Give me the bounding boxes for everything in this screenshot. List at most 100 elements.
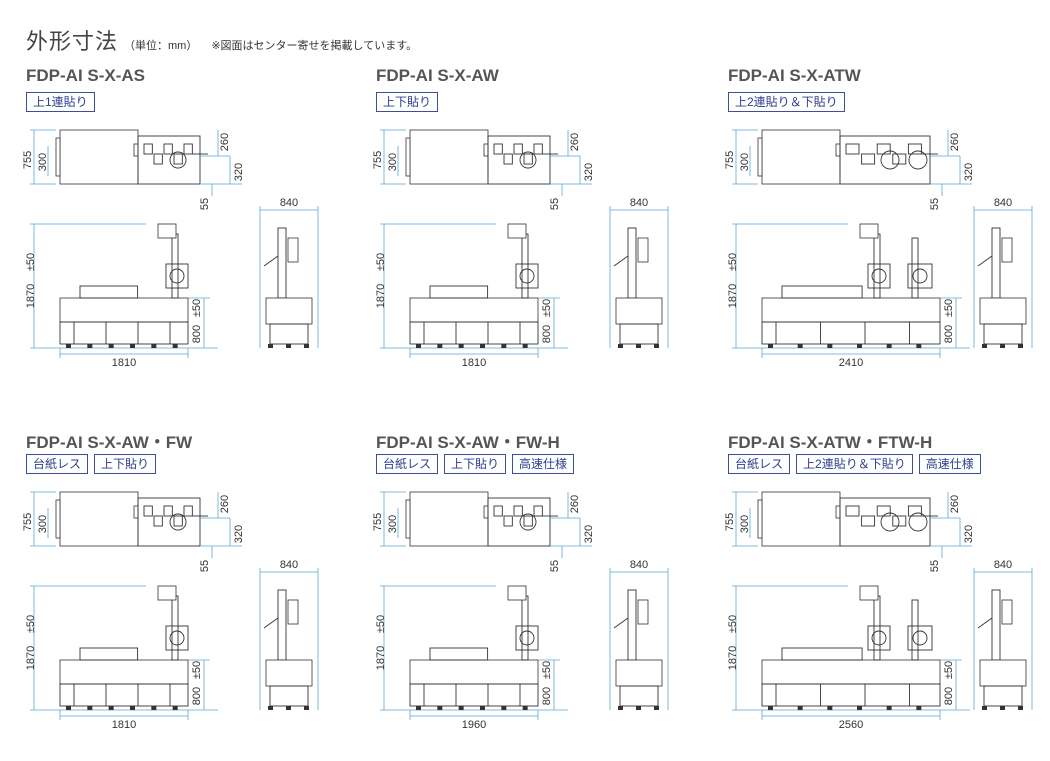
feature-tag: 上1連貼り	[26, 92, 95, 112]
dim-label-width: 1810	[112, 357, 136, 369]
tolerance-label: ±50	[191, 299, 203, 317]
model-name: FDP-AI S-X-AW	[376, 66, 499, 85]
dim-label-260: 260	[219, 495, 231, 513]
dim-label-width: 1810	[112, 719, 136, 731]
dim-label-800: 800	[191, 687, 203, 705]
feature-tags: 上2連貼り＆下貼り	[728, 92, 845, 112]
feature-tag: 台紙レス	[728, 454, 791, 474]
dim-label-755: 755	[22, 151, 34, 169]
front-view: 1870 ±50 800 ±50 2560	[727, 585, 970, 731]
dim-label-1870: 1870	[25, 284, 37, 308]
feature-tag: 上下貼り	[376, 92, 439, 112]
dim-label-260: 260	[569, 133, 581, 151]
feature-tags: 上下貼り	[376, 92, 439, 112]
dim-label-840: 840	[994, 559, 1012, 571]
dim-label-755: 755	[724, 151, 736, 169]
dim-label-800: 800	[541, 687, 553, 705]
tolerance-label: ±50	[25, 253, 37, 271]
tolerance-label: ±50	[375, 253, 387, 271]
dim-label-800: 800	[541, 325, 553, 343]
dim-label-840: 840	[994, 197, 1012, 209]
dim-label-width: 1960	[462, 719, 486, 731]
dim-label-320: 320	[583, 525, 595, 543]
feature-tag: 上下貼り	[444, 454, 507, 474]
feature-tag: 高速仕様	[918, 454, 981, 474]
tolerance-label: ±50	[25, 615, 37, 633]
drawing-note: ※図面はセンター寄せを掲載しています。	[211, 40, 418, 52]
feature-tag: 上2連貼り＆下貼り	[796, 454, 913, 474]
dim-label-300: 300	[387, 153, 399, 171]
side-view: 840	[609, 559, 669, 710]
dim-label-840: 840	[280, 197, 298, 209]
model-name: FDP-AI S-X-ATW・FTW-H	[728, 433, 933, 452]
dim-label-55: 55	[549, 198, 561, 210]
feature-tags: 台紙レス上下貼り	[26, 454, 157, 474]
dim-label-55: 55	[549, 560, 561, 572]
feature-tag: 台紙レス	[26, 454, 89, 474]
feature-tag: 上下貼り	[94, 454, 157, 474]
side-view: 840	[259, 197, 319, 348]
dim-label-width: 2410	[839, 357, 863, 369]
dim-label-800: 800	[191, 325, 203, 343]
dim-label-1870: 1870	[375, 284, 387, 308]
dim-label-320: 320	[233, 163, 245, 181]
dim-label-755: 755	[22, 513, 34, 531]
feature-tags: 台紙レス上下貼り高速仕様	[376, 454, 575, 474]
dim-label-300: 300	[739, 153, 751, 171]
feature-tags: 台紙レス上2連貼り＆下貼り高速仕様	[728, 454, 981, 474]
dim-label-755: 755	[372, 513, 384, 531]
dim-label-width: 1810	[462, 357, 486, 369]
dim-label-800: 800	[943, 687, 955, 705]
model-name: FDP-AI S-X-AS	[26, 66, 145, 85]
dim-label-1870: 1870	[727, 646, 739, 670]
tolerance-label: ±50	[727, 615, 739, 633]
tolerance-label: ±50	[191, 661, 203, 679]
dim-label-300: 300	[387, 515, 399, 533]
tolerance-label: ±50	[541, 661, 553, 679]
side-view: 840	[973, 197, 1033, 348]
page-header: 外形寸法 （単位：mm） ※図面はセンター寄せを掲載しています。	[26, 24, 417, 56]
dim-label-320: 320	[963, 163, 975, 181]
tolerance-label: ±50	[375, 615, 387, 633]
front-view: 1870 ±50 800 ±50 1810	[25, 223, 218, 369]
dim-label-320: 320	[963, 525, 975, 543]
model-name: FDP-AI S-X-ATW	[728, 66, 861, 85]
side-view: 840	[609, 197, 669, 348]
page-title: 外形寸法	[26, 29, 119, 54]
feature-tag: 高速仕様	[512, 454, 575, 474]
dim-label-300: 300	[37, 515, 49, 533]
dim-label-840: 840	[630, 197, 648, 209]
front-view: 1870 ±50 800 ±50 1810	[375, 223, 568, 369]
dim-label-840: 840	[280, 559, 298, 571]
model-name: FDP-AI S-X-AW・FW	[26, 433, 193, 452]
dim-label-width: 2560	[839, 719, 863, 731]
tolerance-label: ±50	[727, 253, 739, 271]
dim-label-1870: 1870	[727, 284, 739, 308]
dim-label-755: 755	[372, 151, 384, 169]
dim-label-320: 320	[233, 525, 245, 543]
unit-label: （単位：mm）	[124, 40, 198, 52]
dim-label-300: 300	[739, 515, 751, 533]
dim-label-260: 260	[219, 133, 231, 151]
dim-label-260: 260	[569, 495, 581, 513]
tolerance-label: ±50	[541, 299, 553, 317]
tolerance-label: ±50	[943, 661, 955, 679]
